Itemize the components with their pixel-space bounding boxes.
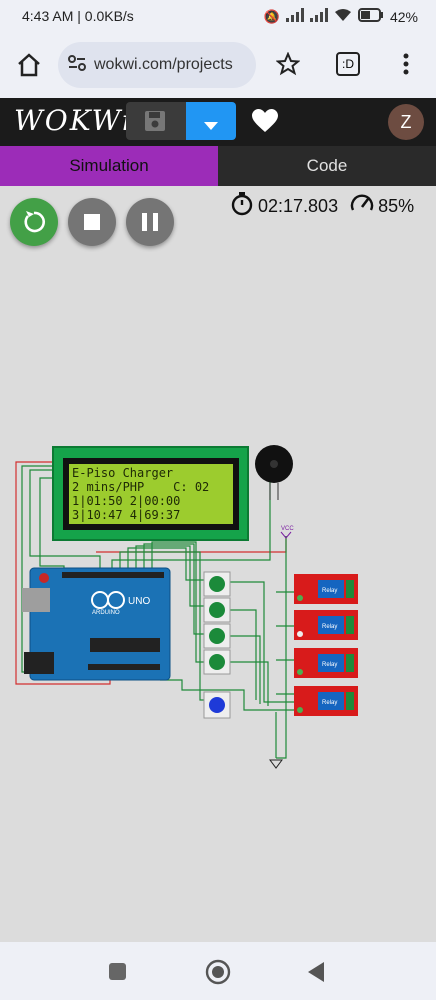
url-bar[interactable]: wokwi.com/projects [58,42,256,88]
relay-2-label: Relay [322,624,337,630]
relay-module-2[interactable]: Relay [294,610,358,640]
status-bar: 4:43 AM | 0.0KB/s 🔕 42% [0,0,436,34]
url-text: wokwi.com/projects [94,56,233,73]
browser-toolbar: wokwi.com/projects :D [0,34,436,98]
site-settings-icon[interactable] [68,54,86,77]
pause-icon [142,213,158,236]
back-button[interactable] [306,961,326,988]
green-button-3[interactable] [203,623,231,649]
tab-simulation[interactable]: Simulation [0,146,218,186]
recents-button[interactable] [109,963,126,980]
restart-icon [22,210,46,239]
more-menu-icon[interactable] [402,52,410,81]
save-icon [144,110,166,137]
green-button-4[interactable] [203,649,231,675]
battery-icon [357,8,384,25]
tab-switcher-button[interactable]: :D [336,52,360,76]
lcd-line-4: 3|10:47 4|69:37 [72,508,181,522]
arduino-uno-board[interactable]: UNO ARDUINO [22,567,171,681]
simulation-speed: 85% [378,196,415,216]
chevron-down-icon [204,117,218,135]
relay-module-4[interactable]: Relay [294,686,358,716]
green-button-2[interactable] [203,597,231,623]
stopwatch-icon [230,192,254,221]
save-button[interactable] [126,102,186,140]
mute-icon: 🔕 [263,8,280,24]
bookmark-star-icon[interactable] [275,51,301,81]
simulation-canvas[interactable]: 02:17.803 85% [0,186,436,942]
tab-code[interactable]: Code [218,146,436,186]
system-nav-bar [0,942,436,1000]
app-header: WOKWi Z [0,98,436,146]
signal-2-icon [309,8,328,25]
battery-percent: 42% [389,8,418,25]
wokwi-logo[interactable]: WOKWi [14,104,133,137]
status-icons: 🔕 42% [264,8,418,25]
editor-tabs: Simulation Code [0,146,436,186]
home-nav-button[interactable] [205,959,231,990]
stop-button[interactable] [68,198,116,246]
simulation-status: 02:17.803 85% [230,192,414,221]
save-dropdown-button[interactable] [186,102,236,140]
blue-button[interactable] [203,691,231,719]
elapsed-time: 02:17.803 [258,196,339,216]
speedometer-icon [350,192,374,221]
green-button-1[interactable] [203,571,231,597]
relay-module-1[interactable]: Relay [294,574,358,604]
vcc-symbol [280,531,292,539]
relay-module-3[interactable]: Relay [294,648,358,678]
ground-symbol [269,759,283,769]
relay-3-label: Relay [322,662,337,668]
lcd-line-3: 1|01:50 2|00:00 [72,494,181,508]
user-avatar[interactable]: Z [388,104,424,140]
wire-red [15,461,111,685]
arduino-uno-label: UNO [128,596,150,607]
vcc-label: VCC [281,526,294,532]
wire-green-group [21,465,298,759]
wifi-icon [334,8,352,25]
relay-4-label: Relay [322,700,337,706]
signal-icon [285,8,304,25]
status-time: 4:43 AM | 0.0KB/s [22,8,134,24]
restart-button[interactable] [10,198,58,246]
lcd-line-1: E-Piso Charger [72,466,174,480]
tab-switcher-label: :D [342,57,354,71]
push-buttons[interactable] [203,571,231,719]
buzzer[interactable] [255,445,293,500]
arduino-brand-label: ARDUINO [92,610,120,616]
relay-modules[interactable]: Relay Relay Relay Relay [294,574,358,716]
pause-button[interactable] [126,198,174,246]
lcd-line-2: 2 mins/PHP C: 02 [72,480,210,494]
heart-icon[interactable] [252,109,278,138]
stop-icon [84,214,100,230]
relay-1-label: Relay [322,588,337,594]
home-icon[interactable] [16,52,42,83]
